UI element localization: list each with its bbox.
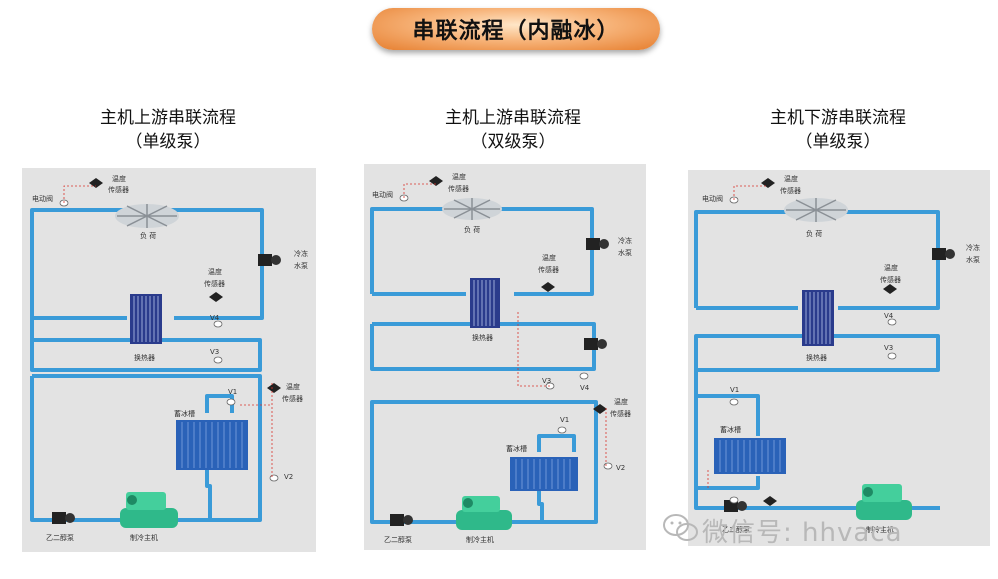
glycol-pump-label: 乙二醇泵 [384,535,412,544]
glycol-pump-label: 乙二醇泵 [722,525,750,534]
chiller-pump-icon [932,248,955,260]
temp-sensor-icons [761,178,897,506]
panel-downstream-single-pump: 电动阀 温度 传感器 负 荷 冷冻 水泵 温度 传感器 V4 V3 换热器 V1… [688,170,990,546]
panel-upstream-single-pump: 电动阀 温度 传感器 负 荷 冷冻 水泵 温度 传感器 V4 V3 换热器 V1… [22,168,316,552]
panel2-heading-text: 主机上游串联流程 [445,108,581,128]
temp-sensor-label: 传感器 [780,186,801,195]
panel3-heading-text: 主机下游串联流程 [770,108,906,128]
chiller-pump-label: 冷冻 [294,249,308,258]
chiller-label: 制冷主机 [866,525,894,534]
chiller-label: 制冷主机 [130,533,158,542]
heat-exchanger [470,278,500,328]
temp-sensor-label: 传感器 [538,265,559,274]
valve-v4-label: V4 [210,314,220,322]
ice-tank-label: 蓄冰槽 [506,444,527,453]
glycol-pump-icon [52,512,75,524]
ice-tank-ribs [515,459,571,489]
temp-sensor-label: 温度 [542,253,556,262]
load-label: 负 荷 [464,225,480,234]
load-label: 负 荷 [806,229,822,238]
valve-v3-label: V3 [210,348,219,356]
ice-tank-label: 蓄冰槽 [174,409,195,418]
valve-icons [59,199,279,482]
temp-sensor-label: 温度 [286,382,300,391]
chiller-pump-icon [258,254,281,266]
valve-icons [399,194,613,470]
pipe-network [30,208,264,522]
temp-sensor-icons [89,178,281,393]
chiller-pump-label: 冷冻 [966,243,980,252]
panel1-subheading-text: （单级泵） [125,132,211,152]
heat-exchanger-plates [473,280,495,326]
valve-v4-label: V4 [580,384,590,392]
temp-sensor-label: 温度 [112,174,126,183]
heat-exchanger-plates [805,292,831,344]
chiller-pump-icon [586,238,609,250]
valve-v1-label: V1 [730,386,739,394]
heat-exchanger-label: 换热器 [134,353,155,362]
sensor-lines [707,185,768,488]
motor-valve-label: 电动阀 [372,190,393,199]
chiller-unit [856,484,912,520]
motor-valve-label: 电动阀 [32,194,53,203]
ice-tank [510,457,578,491]
ice-tank-ribs [719,440,781,472]
sensor-lines [63,185,273,478]
valve-v3-label: V3 [542,377,551,385]
temp-sensor-label: 温度 [208,267,222,276]
panel2-subheading-text: （双级泵） [470,132,556,152]
heat-exchanger-plates [133,296,159,342]
load-coil [442,198,502,220]
chiller-pump-label: 水泵 [966,255,980,264]
valve-v1-label: V1 [228,388,237,396]
temp-sensor-label: 传感器 [610,409,631,418]
panel-upstream-dual-pump: 电动阀 温度 传感器 负 荷 冷冻 水泵 温度 传感器 换热器 V3 V4 温度… [364,164,646,550]
temp-sensor-label: 温度 [614,397,628,406]
secondary-pump-icon [584,338,607,350]
valve-v1-label: V1 [560,416,569,424]
sensor-lines [403,183,607,466]
chiller-label: 制冷主机 [466,535,494,544]
page-title: 串联流程（内融冰） [372,8,660,50]
watermark-text: 微信号: hhvaca [702,518,903,548]
load-coil [115,204,179,228]
load-coil [784,198,848,222]
temp-sensor-label: 传感器 [204,279,225,288]
valve-v3-label: V3 [884,344,893,352]
glycol-pump-icon [390,514,413,526]
panel3-subheading-text: （单级泵） [795,132,881,152]
panel1-heading-text: 主机上游串联流程 [100,108,236,128]
heat-exchanger-label: 换热器 [806,353,827,362]
valve-v2-label: V2 [284,473,293,481]
ice-tank-ribs [181,422,243,468]
temp-sensor-label: 传感器 [108,185,129,194]
chiller-pump-label: 水泵 [618,248,632,257]
valve-v4-label: V4 [884,312,894,320]
temp-sensor-label: 传感器 [880,275,901,284]
valve-icons [729,196,897,504]
load-label: 负 荷 [140,231,156,240]
chiller-unit [120,492,178,528]
temp-sensor-label: 传感器 [448,184,469,193]
panel1-heading: 主机上游串联流程 （单级泵） [38,106,298,154]
motor-valve-label: 电动阀 [702,194,723,203]
chiller-pump-label: 水泵 [294,261,308,270]
panel2-heading: 主机上游串联流程 （双级泵） [383,106,643,154]
temp-sensor-label: 传感器 [282,394,303,403]
valve-v2-label: V2 [616,464,625,472]
temp-sensor-icons [429,176,607,414]
chiller-unit [456,496,512,530]
ice-tank-label: 蓄冰槽 [720,425,741,434]
heat-exchanger-label: 换热器 [472,333,493,342]
wechat-icon [663,514,698,541]
temp-sensor-label: 温度 [452,172,466,181]
panel3-heading: 主机下游串联流程 （单级泵） [708,106,968,154]
chiller-pump-label: 冷冻 [618,236,632,245]
temp-sensor-label: 温度 [784,174,798,183]
glycol-pump-label: 乙二醇泵 [46,533,74,542]
temp-sensor-label: 温度 [884,263,898,272]
